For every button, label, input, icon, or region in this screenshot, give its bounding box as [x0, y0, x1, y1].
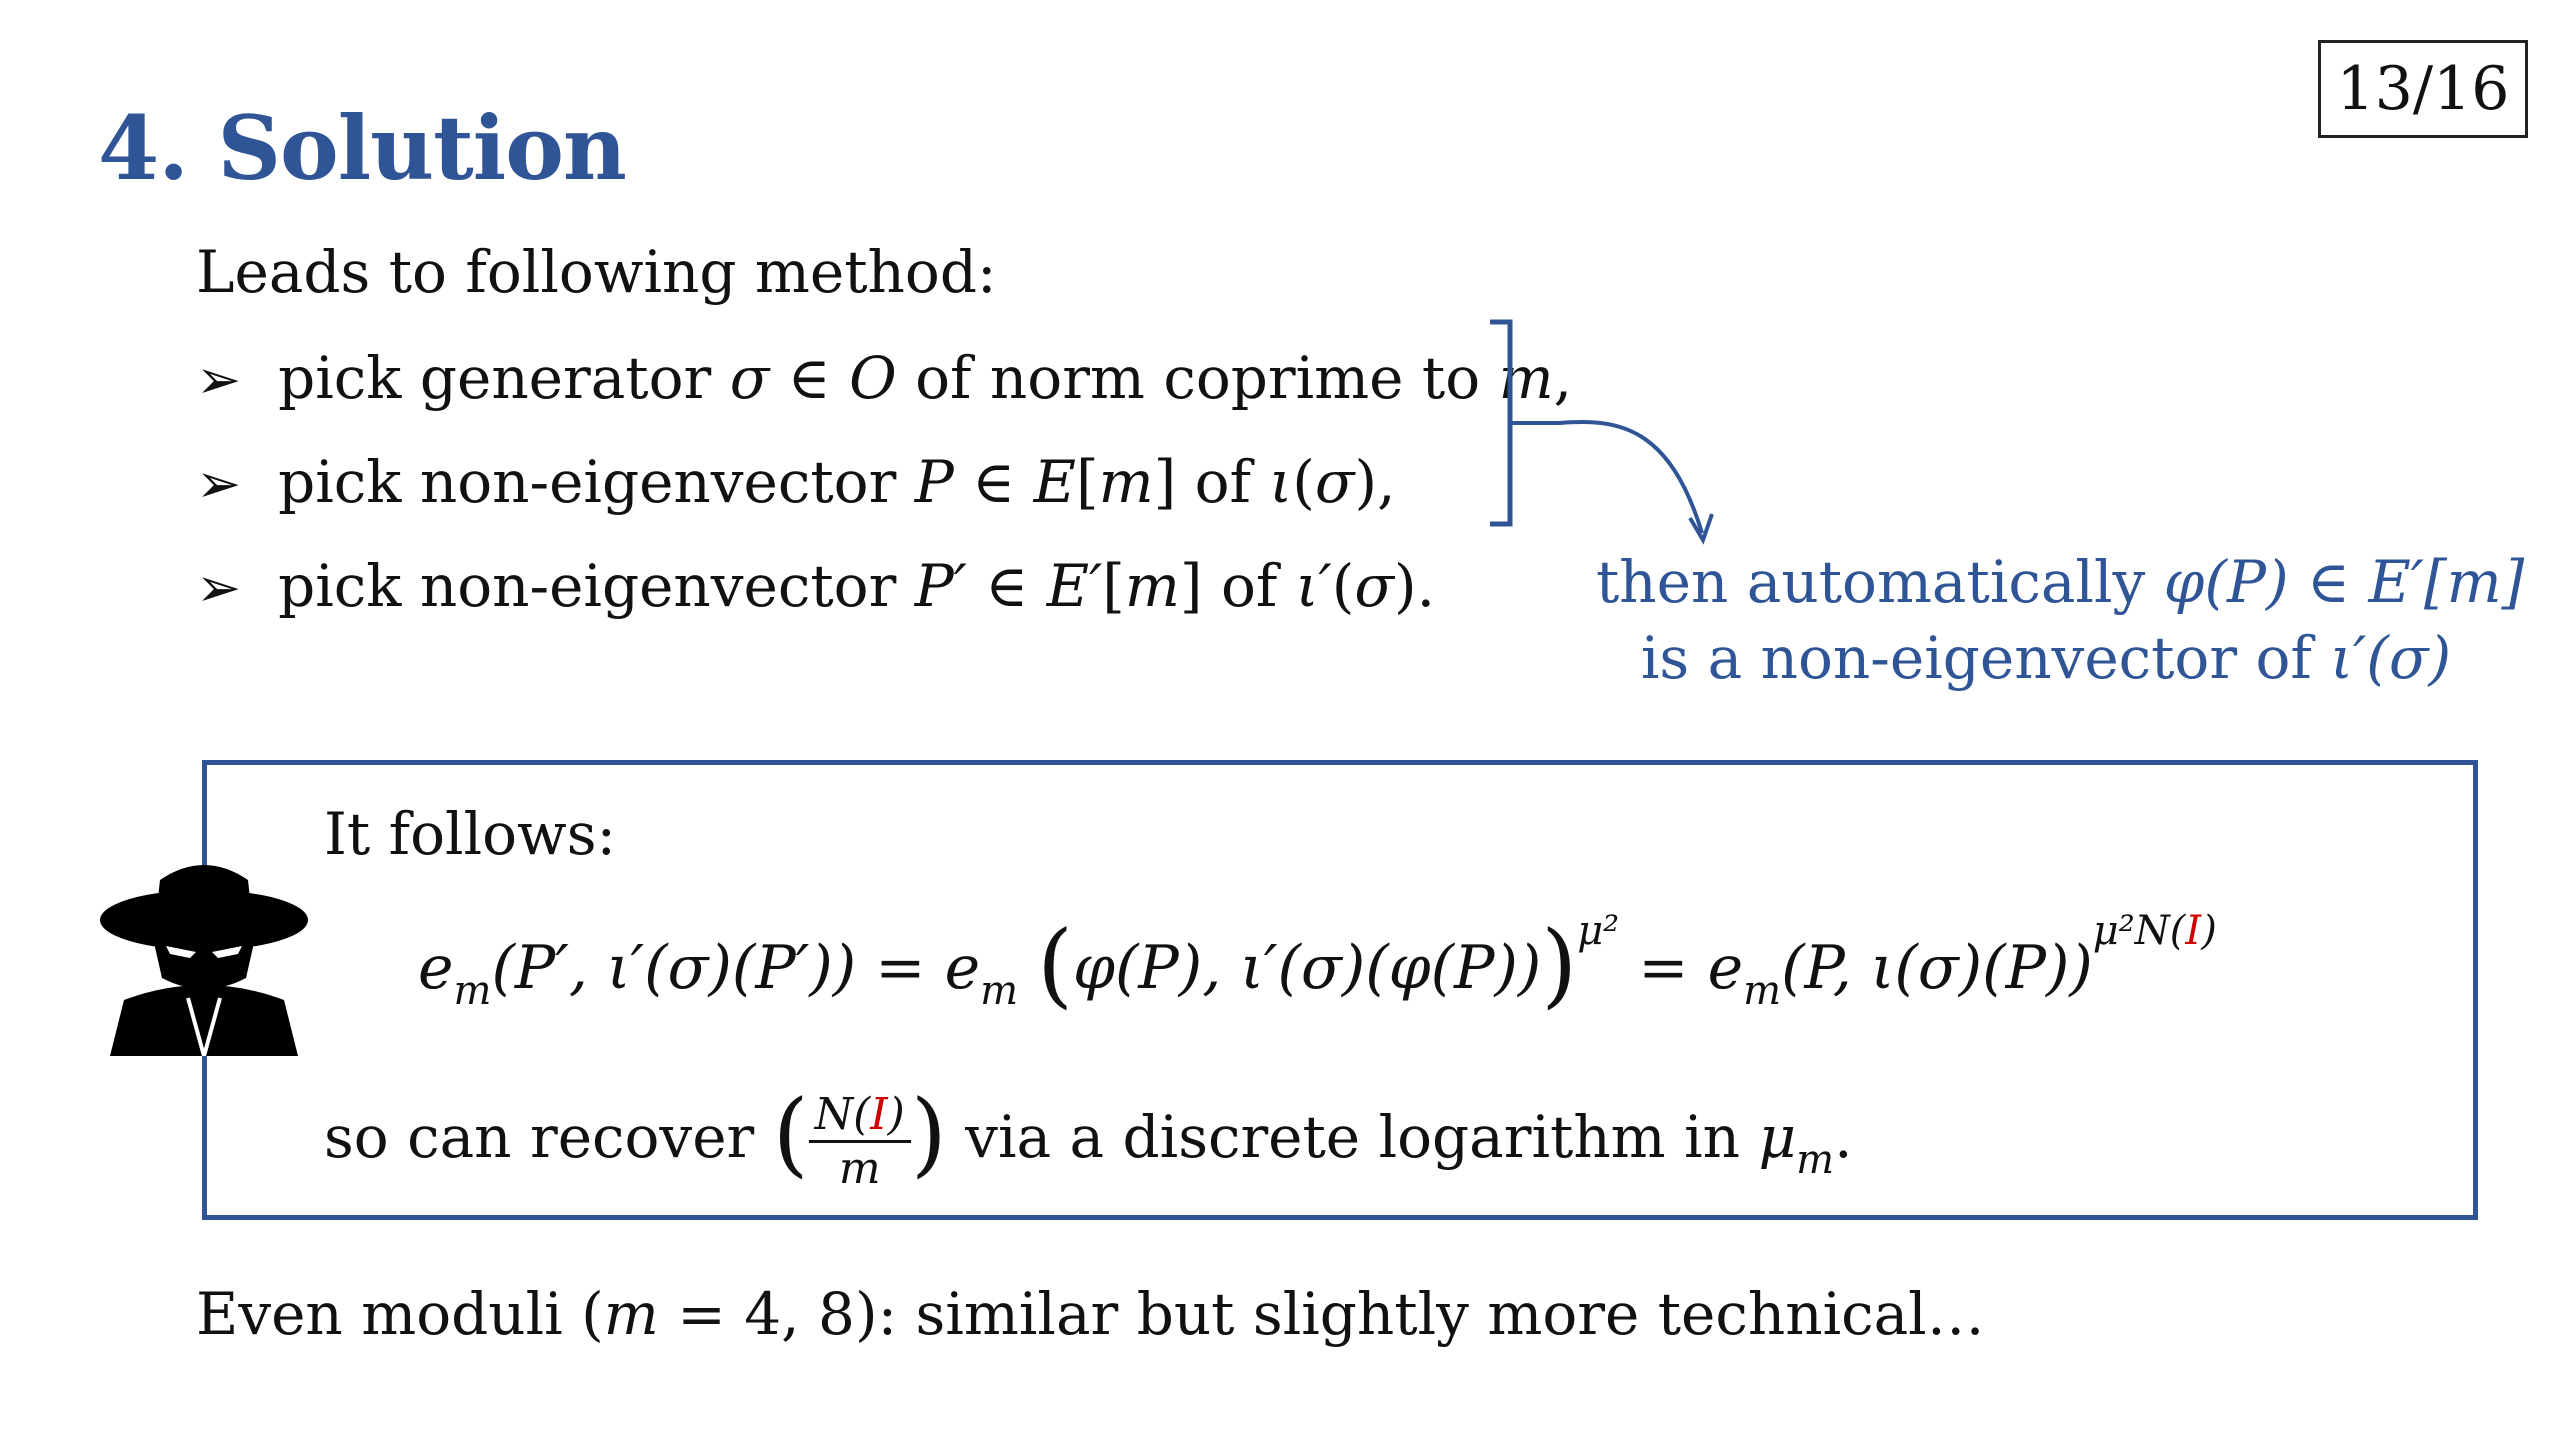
recover-text: so can recover — [324, 1103, 773, 1171]
bullet-text: pick non-eigenvector — [278, 552, 915, 620]
list-item: ➢ pick non-eigenvector P′ ∈ E′[m] of ι′(… — [196, 552, 1435, 620]
recover-text: . — [1834, 1103, 1853, 1171]
math: σ — [1314, 448, 1355, 516]
math: e — [418, 933, 454, 1003]
bullet-text: of norm coprime to — [896, 344, 1499, 412]
math: m — [1098, 448, 1154, 516]
math: σ — [1354, 552, 1394, 620]
math: I — [870, 1089, 888, 1141]
bullet-text: ∈ — [966, 552, 1047, 620]
bracket-arrow-icon — [1490, 319, 1714, 545]
math: μ — [1758, 1103, 1797, 1171]
math: N( — [814, 1089, 871, 1141]
list-item: ➢ pick non-eigenvector P ∈ E[m] of ι(σ), — [196, 448, 1396, 516]
math: = — [1619, 933, 1708, 1003]
bullet-text: , — [1553, 344, 1573, 412]
bullet-text: ∈ — [953, 448, 1034, 516]
bullet-text: pick non-eigenvector — [278, 448, 915, 516]
math: ( — [772, 1080, 809, 1187]
bullet-text: ), — [1354, 448, 1396, 516]
arrow-bullet-icon: ➢ — [196, 348, 242, 411]
callout-line-2: is a non-eigenvector of ι′(σ) — [1596, 624, 2496, 692]
math: E′ — [1046, 552, 1103, 620]
fraction: N(I)m — [808, 1089, 911, 1195]
bullet-text: ( — [1292, 448, 1315, 516]
bullet-text: ). — [1393, 552, 1436, 620]
footer-text: Even moduli (m = 4, 8): similar but slig… — [196, 1280, 1985, 1348]
math: ι — [1269, 448, 1293, 516]
math: φ(P) ∈ E′[m] — [2163, 548, 2525, 616]
callout-text: is a non-eigenvector of — [1640, 624, 2331, 692]
arrow-bullet-icon: ➢ — [196, 452, 242, 515]
bullet-text: ( — [1331, 552, 1355, 620]
recover-line: so can recover (N(I)m) via a discrete lo… — [324, 1080, 1853, 1194]
math: e — [944, 933, 981, 1003]
math: = — [856, 933, 945, 1003]
spy-icon — [100, 865, 308, 1056]
bullet-text: ∈ — [769, 344, 850, 412]
main-equation: em(P′, ι′(σ)(P′)) = em (φ(P), ι′(σ)(φ(P)… — [418, 908, 2217, 1018]
math: ) — [2201, 908, 2217, 954]
math: ) — [910, 1080, 947, 1187]
footer-part: Even moduli ( — [196, 1280, 604, 1348]
math: m — [980, 968, 1019, 1014]
math: φ(P), ι′(σ)(φ(P)) — [1073, 933, 1542, 1003]
math: ( — [1037, 911, 1073, 1018]
list-item: ➢ pick generator σ ∈ O of norm coprime t… — [196, 344, 1572, 412]
follows-text: It follows: — [324, 800, 617, 868]
math: μ² — [1577, 908, 1620, 954]
math: E — [1033, 448, 1076, 516]
bullet-text: [ — [1102, 552, 1125, 620]
math: m — [1743, 968, 1782, 1014]
math: ) — [1541, 911, 1578, 1018]
math: m — [1124, 552, 1180, 620]
slide-title: 4. Solution — [98, 96, 627, 200]
bullet-text: [ — [1075, 448, 1099, 516]
math: (P, ι(σ)(P)) — [1781, 933, 2093, 1003]
bullet-text: ] of — [1153, 448, 1270, 516]
math: σ — [729, 344, 770, 412]
callout-text: then automatically — [1596, 548, 2164, 616]
bullet-text: ] of — [1179, 552, 1296, 620]
math: ι′ — [1295, 552, 1332, 620]
bullet-text: pick generator — [278, 344, 730, 412]
page-number: 13/16 — [2318, 40, 2528, 138]
math: m — [453, 968, 492, 1014]
math: I — [2185, 908, 2202, 954]
math: P — [914, 448, 954, 516]
math: e — [1707, 933, 1744, 1003]
math: O — [849, 344, 897, 412]
math: P′ — [914, 552, 967, 620]
math: (P′, ι′(σ)(P′)) — [491, 933, 857, 1003]
recover-text: via a discrete logarithm in — [946, 1103, 1759, 1171]
callout-line-1: then automatically φ(P) ∈ E′[m] — [1596, 548, 2524, 616]
math: m — [603, 1280, 659, 1348]
math: ) — [887, 1089, 905, 1141]
footer-part: = 4, 8): similar but slightly more techn… — [658, 1280, 1985, 1348]
intro-text: Leads to following method: — [196, 238, 997, 306]
math: m — [838, 1143, 881, 1195]
arrow-bullet-icon: ➢ — [196, 556, 242, 619]
math: μ²N( — [2092, 908, 2186, 954]
math: ι′(σ) — [2330, 624, 2452, 692]
math: m — [1796, 1137, 1835, 1183]
